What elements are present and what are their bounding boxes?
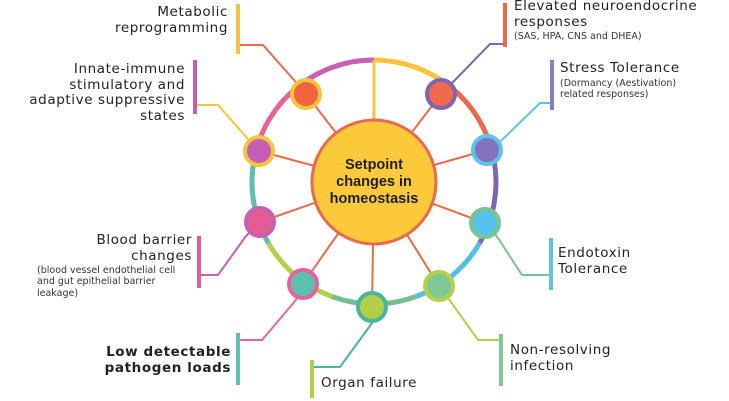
label-organ-title: Organ failure: [321, 375, 418, 391]
label-endotoxin-title: Endotoxin Tolerance: [558, 245, 631, 277]
label-metabolic: Metabolic reprogramming: [8, 4, 228, 36]
node-pathogen: [287, 268, 319, 300]
label-endotoxin: Endotoxin Tolerance: [558, 245, 718, 277]
node-innate: [243, 135, 275, 167]
node-endotoxin: [469, 207, 501, 239]
label-metabolic-title: Metabolic reprogramming: [114, 4, 228, 36]
node-organ: [356, 291, 388, 323]
label-stress: Stress Tolerance (Dormancy (Aestivation)…: [560, 60, 728, 100]
bar-neuroendocrine: [503, 3, 507, 47]
bar-stress: [550, 60, 554, 110]
bar-nonresolving: [499, 334, 503, 386]
label-neuroendocrine-subtitle: (SAS, HPA, CNS and DHEA): [514, 31, 642, 43]
label-nonresolving: Non-resolving infection: [510, 342, 680, 374]
node-metabolic: [290, 78, 322, 110]
label-neuroendocrine-title: Elevated neuroendocrine responses: [514, 0, 698, 30]
label-barrier-title: Blood barrier changes: [96, 232, 192, 264]
label-neuroendocrine: Elevated neuroendocrine responses (SAS, …: [514, 0, 729, 42]
label-nonresolving-title: Non-resolving infection: [510, 342, 612, 374]
bar-pathogen: [236, 333, 240, 385]
bar-metabolic: [236, 4, 240, 54]
label-stress-subtitle: (Dormancy (Aestivation) related response…: [560, 77, 677, 100]
center-label: Setpoint changes in homeostasis: [329, 157, 419, 207]
node-nonresolving: [423, 270, 455, 302]
ring-segment: [414, 241, 482, 299]
bar-innate: [193, 60, 197, 114]
label-stress-title: Stress Tolerance: [560, 60, 680, 76]
bar-endotoxin: [549, 238, 553, 290]
label-organ: Organ failure: [321, 375, 481, 392]
label-pathogen-title: Low detectable pathogen loads: [104, 344, 231, 376]
center-circle: [310, 118, 438, 246]
bar-organ: [310, 360, 314, 398]
label-innate: Innate-immune stimulatory and adaptive s…: [0, 61, 185, 124]
label-innate-title: Innate-immune stimulatory and adaptive s…: [29, 61, 185, 124]
bar-barrier: [197, 236, 201, 288]
label-pathogen: Low detectable pathogen loads: [41, 344, 231, 376]
node-neuroendocrine: [425, 78, 457, 110]
node-stress: [471, 134, 503, 166]
label-barrier-subtitle: (blood vessel endothelial cell and gut e…: [37, 265, 176, 299]
label-barrier: Blood barrier changes (blood vessel endo…: [2, 232, 192, 299]
nodes: [243, 78, 503, 323]
node-barrier: [244, 206, 276, 238]
